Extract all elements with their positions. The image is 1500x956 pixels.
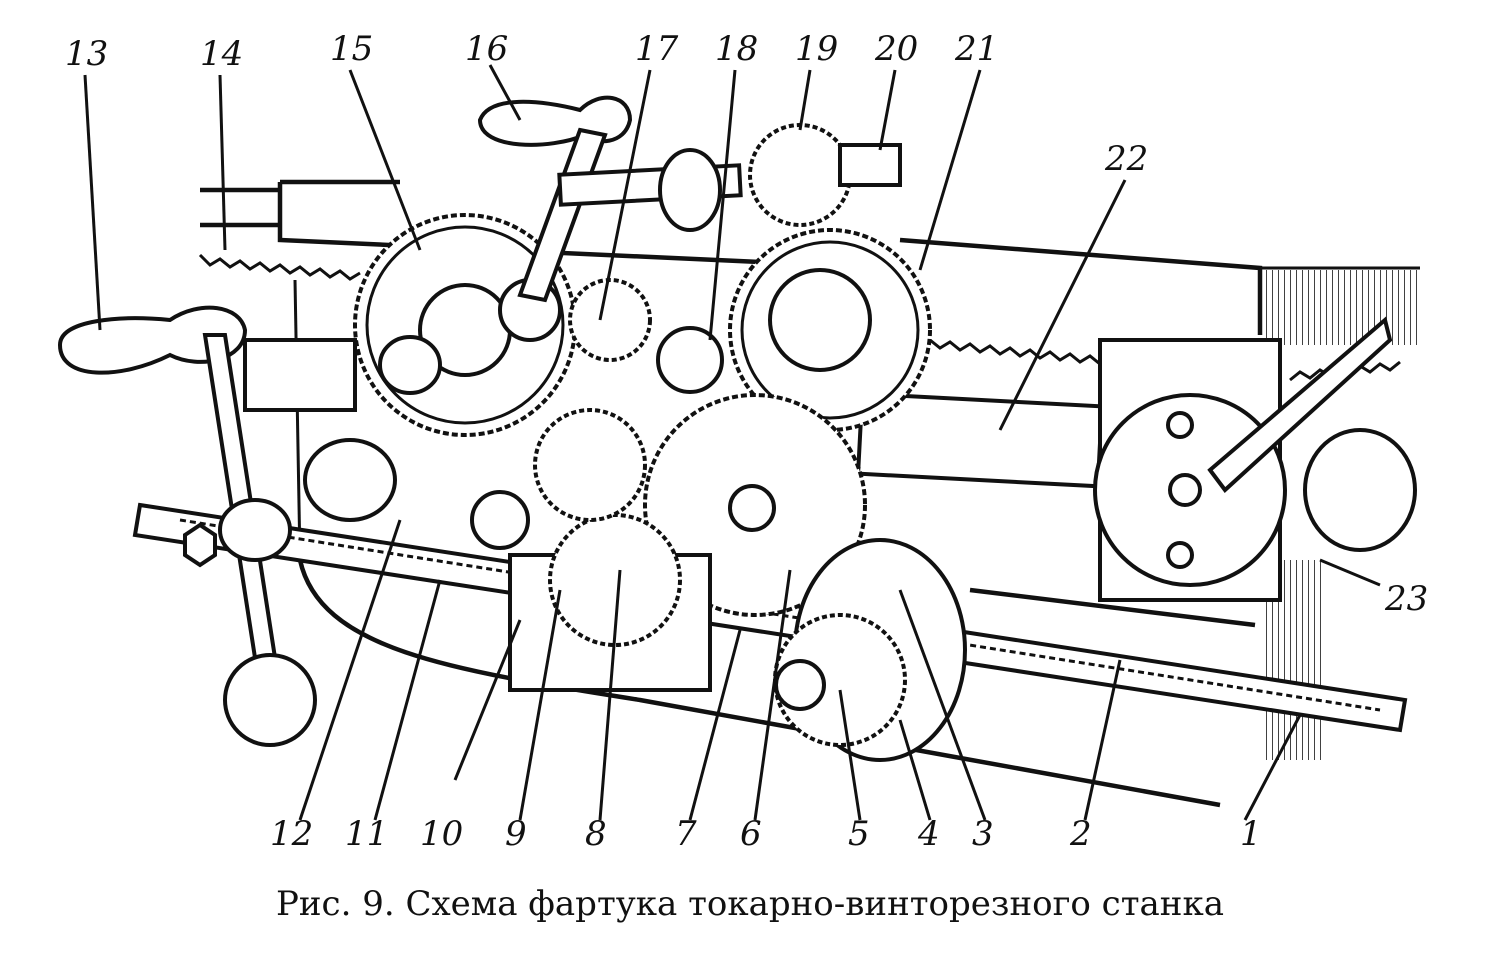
label-17: 17 (635, 29, 679, 69)
handle-16 (477, 95, 743, 303)
label-14: 14 (200, 34, 243, 74)
label-9: 9 (505, 814, 527, 854)
label-10: 10 (420, 814, 463, 854)
figure-caption: Рис. 9. Схема фартука токарно-винторезно… (276, 884, 1224, 924)
part-labels: 13 14 15 16 17 18 19 20 21 22 23 1 2 3 4… (65, 29, 1428, 854)
label-2: 2 (1069, 814, 1092, 854)
bracket-23 (1093, 316, 1417, 602)
label-22: 22 (1104, 139, 1148, 179)
knobs (303, 278, 724, 550)
label-5: 5 (848, 814, 870, 854)
label-11: 11 (345, 814, 388, 854)
label-7: 7 (675, 814, 697, 854)
label-16: 16 (465, 29, 508, 69)
gear-8-9 (508, 278, 712, 692)
label-6: 6 (740, 814, 762, 854)
label-19: 19 (795, 29, 838, 69)
label-18: 18 (715, 29, 758, 69)
feed-rod (132, 502, 1408, 733)
label-15: 15 (330, 29, 373, 69)
gear-19 (748, 123, 902, 227)
label-13: 13 (65, 34, 108, 74)
label-1: 1 (1240, 814, 1262, 854)
label-23: 23 (1384, 579, 1428, 619)
label-4: 4 (917, 814, 940, 854)
leader-lines (83, 64, 1381, 821)
label-12: 12 (270, 814, 313, 854)
label-3: 3 (972, 814, 994, 854)
label-20: 20 (874, 29, 918, 69)
label-21: 21 (954, 29, 998, 69)
gear-5 (773, 613, 907, 747)
lead-screw (855, 391, 1105, 489)
worm-14 (243, 338, 357, 412)
handle-13 (57, 305, 317, 747)
label-8: 8 (585, 814, 607, 854)
